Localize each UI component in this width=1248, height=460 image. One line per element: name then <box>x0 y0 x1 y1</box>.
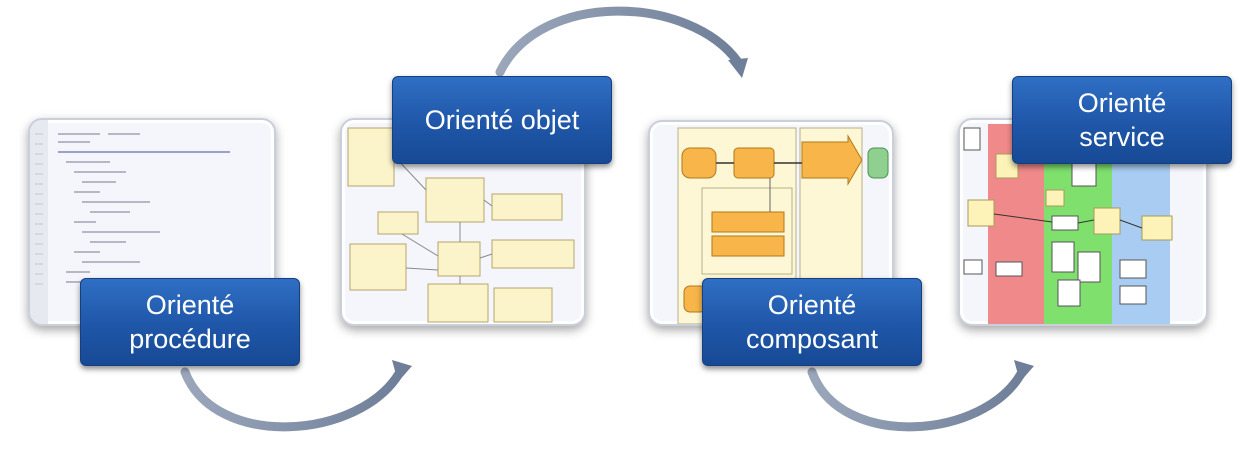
label-oriente-service: Orienté service <box>1012 76 1232 164</box>
arrow-procedure-to-objet <box>180 367 405 432</box>
arrow-objet-to-composant <box>495 6 743 77</box>
label-oriente-composant: Orienté composant <box>702 278 922 366</box>
arrowhead-2 <box>728 58 748 78</box>
label-oriente-objet: Orienté objet <box>392 76 612 164</box>
label-oriente-procedure: Orienté procédure <box>80 278 300 366</box>
arrow-composant-to-service <box>807 367 1027 432</box>
arrowhead-3 <box>1014 360 1034 382</box>
arrowhead-1 <box>392 360 412 382</box>
